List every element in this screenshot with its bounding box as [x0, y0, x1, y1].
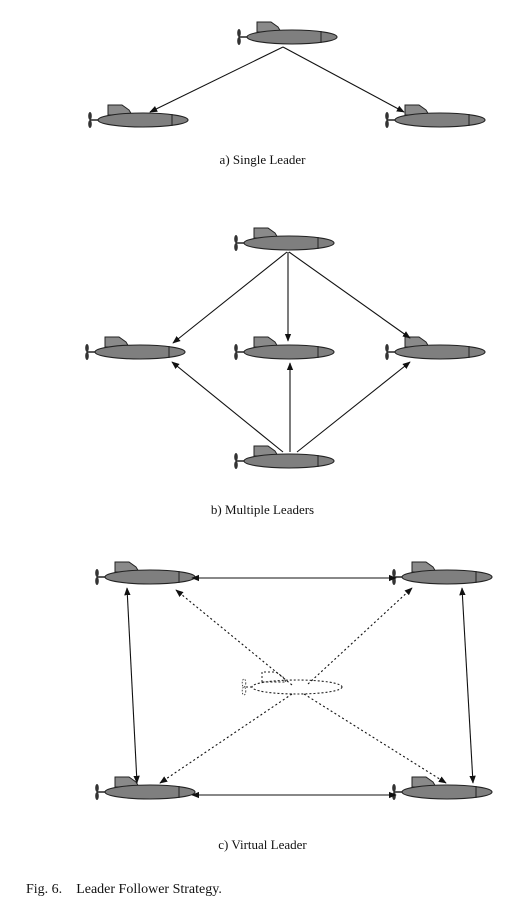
arrow-top-to-right — [288, 251, 411, 339]
arrow-leader-to-left — [149, 46, 284, 113]
dotted-arrow-to-top-left — [175, 589, 293, 686]
submarine-left — [84, 336, 186, 361]
submarine-bottom-left — [94, 776, 196, 801]
panel-c-virtual-leader — [94, 561, 493, 801]
submarine-top-leader — [233, 227, 335, 252]
figure-caption: Fig. 6. Leader Follower Strategy. — [26, 882, 222, 898]
submarine-center — [233, 336, 335, 361]
dotted-arrow-to-top-right — [307, 587, 413, 685]
submarine-right — [384, 336, 486, 361]
arrow-leader-to-right — [282, 46, 405, 113]
submarine-follower-left — [87, 104, 189, 129]
submarine-top-right — [391, 561, 493, 586]
submarine-top-left — [94, 561, 196, 586]
arrow-bottom-to-left — [171, 361, 284, 453]
panel-c-label: c) Virtual Leader — [218, 837, 307, 852]
panel-b-label: b) Multiple Leaders — [210, 502, 315, 517]
panel-a-single-leader — [87, 21, 486, 129]
dotted-arrow-to-bottom-right — [303, 693, 447, 784]
submarine-follower-right — [384, 104, 486, 129]
figure-number: Fig. 6. — [26, 882, 63, 897]
panel-b-multiple-leaders — [84, 227, 486, 470]
virtual-leader-ghost-submarine — [241, 671, 343, 696]
arrow-top-to-left — [172, 251, 288, 344]
submarine-bottom-leader — [233, 445, 335, 470]
arrow-right-link — [459, 587, 476, 784]
arrow-left-link — [124, 587, 140, 784]
arrow-bottom-to-right — [296, 361, 411, 453]
figure-title: Leader Follower Strategy. — [76, 882, 222, 897]
dotted-arrow-to-bottom-left — [159, 693, 293, 784]
submarine-leader — [236, 21, 338, 46]
panel-a-label: a) Single Leader — [219, 152, 306, 167]
